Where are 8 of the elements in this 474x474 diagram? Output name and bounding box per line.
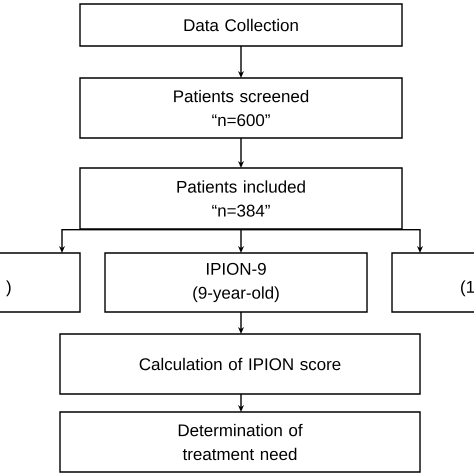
process-box: Patients included “n=384” xyxy=(79,167,403,230)
process-box: Patients screened “n=600” xyxy=(79,77,403,139)
process-box: IPION-9 (9-year-old) xyxy=(104,252,368,313)
process-box: ) xyxy=(0,252,81,313)
process-box: Calculation of IPION score xyxy=(59,333,421,395)
process-box: Determination of treatment need xyxy=(59,411,421,473)
process-box: Data Collection xyxy=(79,3,403,47)
process-box: (1 xyxy=(391,252,474,313)
